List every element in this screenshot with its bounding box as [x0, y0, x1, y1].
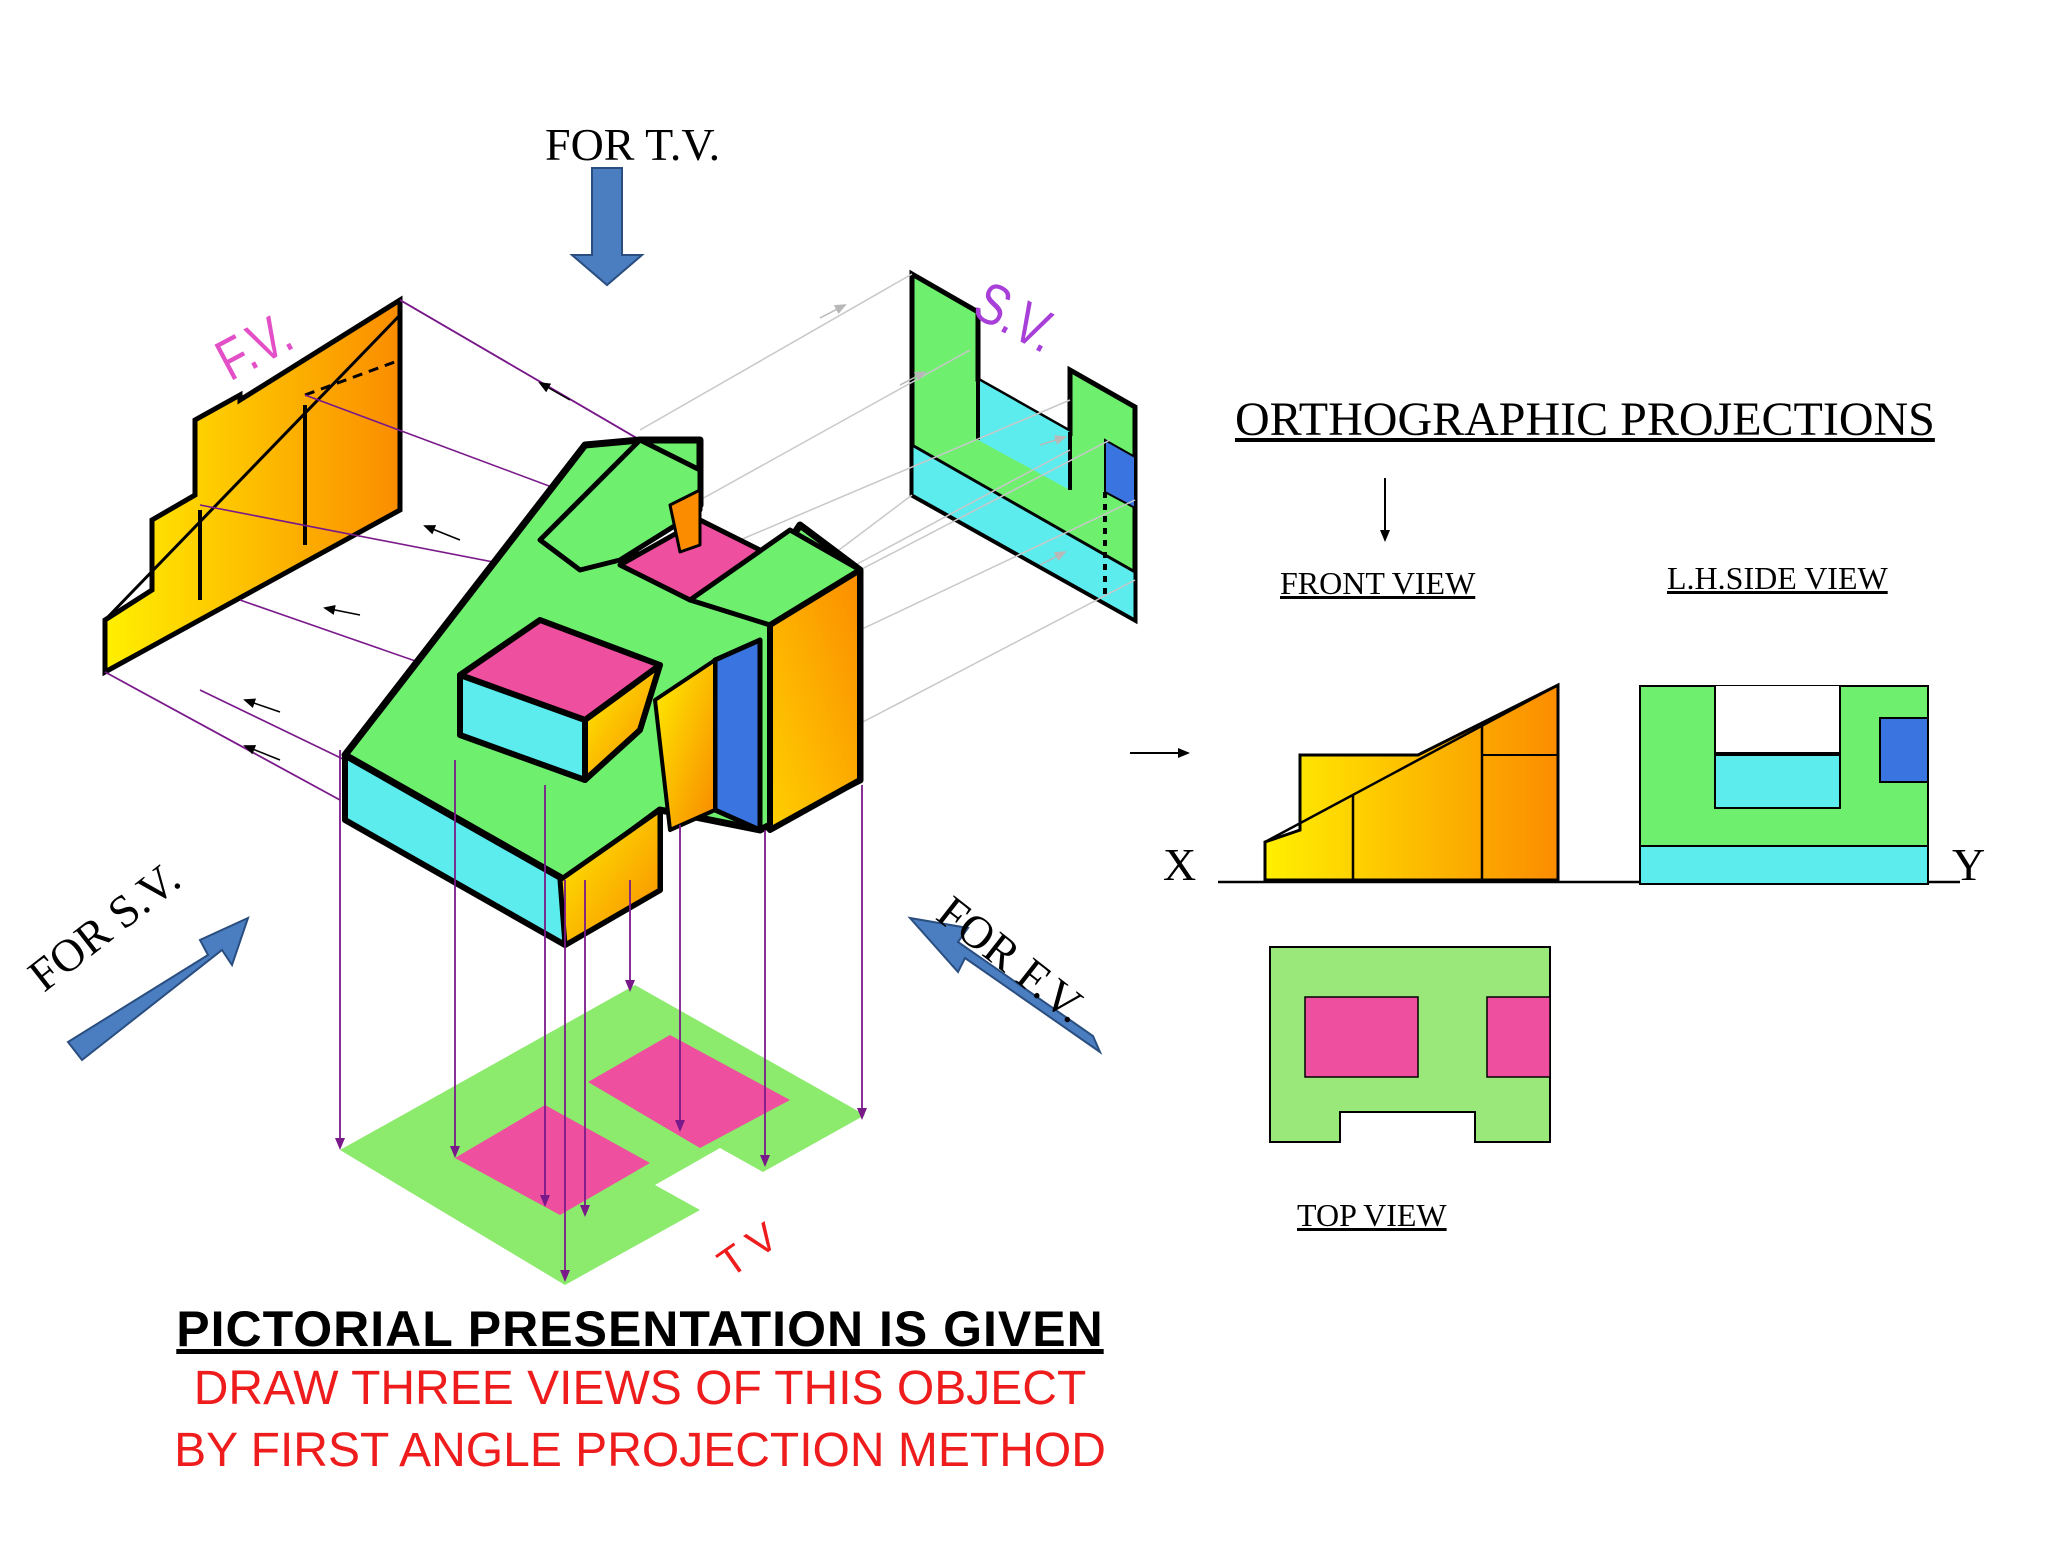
instruction-line-3: BY FIRST ANGLE PROJECTION METHOD — [174, 1424, 1106, 1477]
tv-projectors — [335, 750, 867, 1282]
label-side-view: L.H.SIDE VIEW — [1667, 560, 1888, 596]
label-y: Y — [1952, 839, 1986, 890]
label-for-tv: FOR T.V. — [545, 119, 721, 170]
ortho-front-view — [1263, 682, 1560, 882]
label-top-view: TOP VIEW — [1297, 1197, 1447, 1233]
label-x: X — [1163, 839, 1197, 890]
fv-projector-arrowheads — [243, 382, 571, 761]
instructions-block: PICTORIAL PRESENTATION IS GIVEN DRAW THR… — [100, 1300, 1180, 1482]
label-front-view: FRONT VIEW — [1280, 565, 1476, 601]
instruction-line-2: DRAW THREE VIEWS OF THIS OBJECT — [193, 1362, 1087, 1415]
front-view-plane — [102, 295, 403, 677]
arrow-for-fv-icon — [907, 916, 1103, 1055]
arrow-for-sv-icon — [66, 916, 250, 1062]
sv-projector-arrowheads — [819, 304, 1067, 566]
ortho-title: ORTHOGRAPHIC PROJECTIONS — [1235, 393, 1935, 446]
instruction-heading: PICTORIAL PRESENTATION IS GIVEN — [176, 1301, 1104, 1357]
ortho-side-view — [1639, 685, 1929, 885]
isometric-object — [341, 436, 864, 948]
ortho-top-view — [1269, 946, 1551, 1143]
arrow-for-tv-icon — [569, 167, 645, 287]
top-view-plane — [340, 985, 865, 1285]
